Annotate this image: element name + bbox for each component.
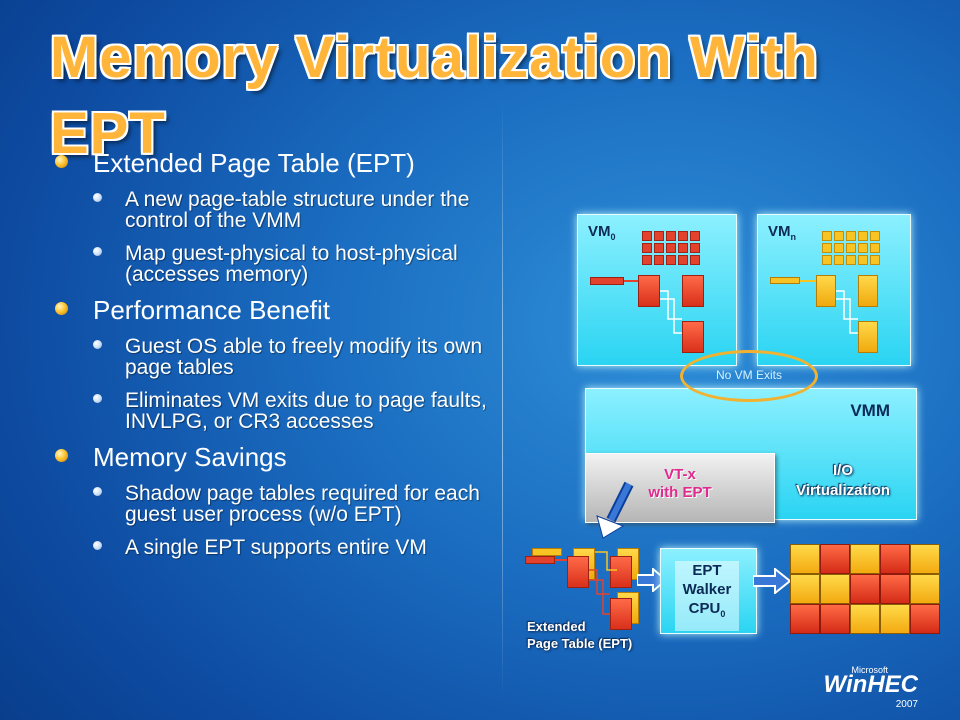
vm0-label: VM0 — [588, 223, 616, 242]
vmn-walk-wires — [800, 280, 858, 334]
sub-bullet-text: Map guest-physical to host-physical (acc… — [125, 242, 458, 286]
bullet-level1: Extended Page Table (EPT) — [55, 150, 495, 177]
vmn-page-table-l1 — [816, 275, 836, 307]
memory-page — [820, 604, 850, 634]
vm0-page-grid — [642, 231, 700, 265]
memory-page — [880, 574, 910, 604]
memory-page — [910, 544, 940, 574]
vtx-ept-label: with EPT — [648, 484, 712, 501]
vm0-cr3-register — [590, 277, 624, 285]
memory-page — [910, 574, 940, 604]
ept-table-l1 — [567, 556, 589, 588]
vm0-page-table-l1 — [638, 275, 660, 307]
walker-to-memory-arrow — [753, 568, 791, 594]
bullet-level2: A new page-table structure under the con… — [55, 189, 495, 231]
bullet-text: Extended Page Table (EPT) — [93, 148, 415, 178]
bullet-icon — [55, 449, 68, 462]
ept-caption: Extended Page Table (EPT) — [527, 619, 633, 651]
ept-back-register — [532, 548, 562, 556]
sub-bullet-icon — [93, 247, 102, 256]
vm0-box: VM0 — [577, 214, 737, 366]
memory-page — [820, 544, 850, 574]
sub-bullet-text: A single EPT supports entire VM — [125, 536, 427, 559]
vtx-with-ept-box: VT-x with EPT — [585, 453, 775, 523]
memory-page — [820, 574, 850, 604]
bullet-level1: Performance Benefit — [55, 297, 495, 324]
bullet-level1: Memory Savings — [55, 444, 495, 471]
bullet-text: Performance Benefit — [93, 295, 331, 325]
sub-bullet-icon — [93, 193, 102, 202]
no-vm-exits-oval — [680, 350, 818, 402]
ept-to-walker-arrow — [637, 568, 667, 592]
logo-year: 2007 — [895, 699, 918, 710]
sub-bullet-icon — [93, 394, 102, 403]
vtx-to-ept-arrow — [596, 481, 634, 539]
vmn-cr3-register — [770, 277, 800, 284]
bullet-level2: Guest OS able to freely modify its own p… — [55, 336, 495, 378]
ept-table-l3 — [610, 598, 632, 630]
no-vm-exits-label: No VM Exits — [715, 368, 782, 382]
memory-page — [790, 544, 820, 574]
sub-bullet-text: A new page-table structure under the con… — [125, 188, 470, 232]
bullet-list: Extended Page Table (EPT) A new page-tab… — [55, 150, 495, 570]
sub-bullet-icon — [93, 487, 102, 496]
ept-table-l2 — [610, 556, 632, 588]
io-virtualization-label: I/O Virtualization — [796, 462, 890, 499]
sub-bullet-icon — [93, 340, 102, 349]
sub-bullet-text: Shadow page tables required for each gue… — [125, 482, 480, 526]
memory-page — [910, 604, 940, 634]
memory-page — [850, 604, 880, 634]
vmm-label: VMM — [850, 401, 890, 420]
memory-page — [880, 604, 910, 634]
vmn-label: VMn — [768, 223, 796, 242]
memory-page — [790, 604, 820, 634]
bullet-level2: A single EPT supports entire VM — [55, 537, 495, 558]
ept-walker-label: EPT Walker CPU0 — [675, 561, 739, 631]
vm0-walk-wires — [624, 280, 682, 334]
vm0-page-table-l2 — [682, 275, 704, 307]
bullet-level2: Shadow page tables required for each gue… — [55, 483, 495, 525]
vmn-page-table-l2 — [858, 275, 878, 307]
ept-walker-box: EPT Walker CPU0 — [660, 548, 757, 634]
memory-page — [850, 574, 880, 604]
sub-bullet-text: Guest OS able to freely modify its own p… — [125, 335, 483, 379]
vmn-page-table-l3 — [858, 321, 878, 353]
memory-page — [790, 574, 820, 604]
bullet-text: Memory Savings — [93, 442, 287, 472]
memory-page — [850, 544, 880, 574]
bullet-icon — [55, 155, 68, 168]
vm0-page-table-l3 — [682, 321, 704, 353]
vmn-box: VMn — [757, 214, 911, 366]
memory-page — [880, 544, 910, 574]
host-memory-grid — [790, 544, 940, 634]
sub-bullet-icon — [93, 541, 102, 550]
logo-microsoft: Microsoft — [851, 665, 888, 675]
ept-pointer-register — [525, 556, 555, 564]
sub-bullet-text: Eliminates VM exits due to page faults, … — [125, 389, 487, 433]
ept-walk-wires — [555, 551, 617, 615]
bullet-level2: Map guest-physical to host-physical (acc… — [55, 243, 495, 285]
column-divider — [502, 100, 503, 700]
ept-diagram: VM0 VMn — [505, 200, 960, 670]
vtx-label: VT-x — [664, 466, 696, 483]
winhec-logo: Microsoft WinHEC 2007 — [824, 665, 942, 710]
bullet-icon — [55, 302, 68, 315]
vmn-page-grid — [822, 231, 880, 265]
slide-title: Memory Virtualization With EPT — [50, 25, 819, 166]
logo-name: WinHEC — [823, 671, 918, 698]
bullet-level2: Eliminates VM exits due to page faults, … — [55, 390, 495, 432]
